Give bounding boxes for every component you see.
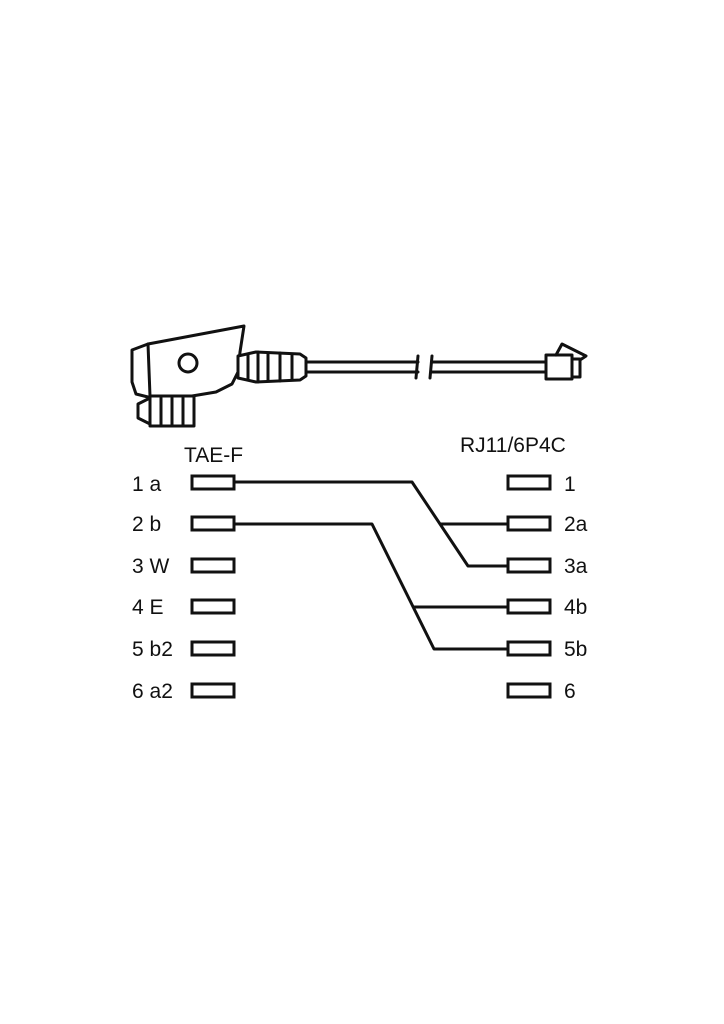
left-pin-box — [190, 557, 236, 574]
left-pin-label: 1 a — [132, 473, 162, 496]
right-pin-box — [506, 640, 552, 657]
right-pin-label: 5b — [564, 638, 587, 661]
left-pin-label: 2 b — [132, 513, 161, 536]
cable-illustration — [130, 324, 588, 428]
left-pin-box — [190, 682, 236, 699]
right-connector-title: RJ11/6P4C — [460, 434, 566, 457]
right-pin-label: 2a — [564, 513, 588, 536]
right-pin-box — [506, 682, 552, 699]
right-pin-box — [506, 515, 552, 532]
left-pin-label: 5 b2 — [132, 638, 173, 661]
right-pin-label: 4b — [564, 596, 587, 619]
right-pin-label: 3a — [564, 555, 588, 578]
left-pin-box — [190, 515, 236, 532]
left-connector-title: TAE-F — [184, 444, 243, 467]
wire-2b — [234, 522, 508, 651]
left-pin-box — [190, 640, 236, 657]
left-pin-label: 3 W — [132, 555, 170, 578]
cable-line — [304, 354, 550, 380]
left-pin-label: 6 a2 — [132, 680, 173, 703]
right-pin-label: 1 — [564, 473, 576, 496]
right-pin-box — [506, 474, 552, 491]
right-pin-box — [506, 557, 552, 574]
left-pin-box — [190, 474, 236, 491]
right-pin-box — [506, 598, 552, 615]
tae-plug-icon — [130, 324, 308, 428]
left-pin-box — [190, 598, 236, 615]
right-pin-label: 6 — [564, 680, 576, 703]
rj11-plug-icon — [544, 342, 588, 381]
left-pin-label: 4 E — [132, 596, 164, 619]
wire-1a — [234, 480, 508, 568]
